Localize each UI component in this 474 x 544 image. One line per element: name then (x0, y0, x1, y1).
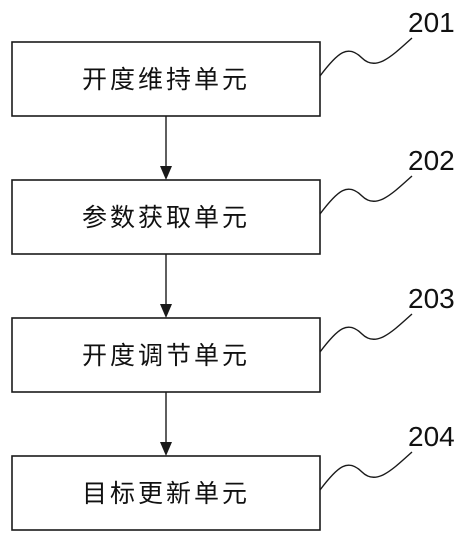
unit-box-1-label: 开度维持单元 (82, 65, 250, 94)
unit-box-2-frame (11, 179, 321, 255)
reference-number-4: 204 (408, 421, 455, 452)
reference-leader-1 (319, 37, 413, 77)
reference-leader-2 (319, 175, 413, 215)
unit-box-2: 参数获取单元 (11, 179, 321, 255)
reference-leader-4 (319, 451, 413, 491)
unit-box-1: 开度维持单元 (11, 41, 321, 117)
reference-number-3: 203 (408, 283, 455, 314)
unit-box-4: 目标更新单元 (11, 455, 321, 531)
unit-box-2-label: 参数获取单元 (82, 203, 250, 232)
reference-leader-3 (319, 313, 413, 353)
reference-number-2: 202 (408, 145, 455, 176)
unit-box-3-label: 开度调节单元 (82, 341, 250, 370)
unit-box-3: 开度调节单元 (11, 317, 321, 393)
unit-box-1-frame (11, 41, 321, 117)
unit-box-3-frame (11, 317, 321, 393)
unit-box-4-label: 目标更新单元 (82, 479, 250, 508)
unit-box-4-frame (11, 455, 321, 531)
reference-number-1: 201 (408, 7, 455, 38)
arrowhead-3 (160, 442, 172, 456)
arrowhead-2 (160, 304, 172, 318)
arrowhead-1 (160, 166, 172, 180)
